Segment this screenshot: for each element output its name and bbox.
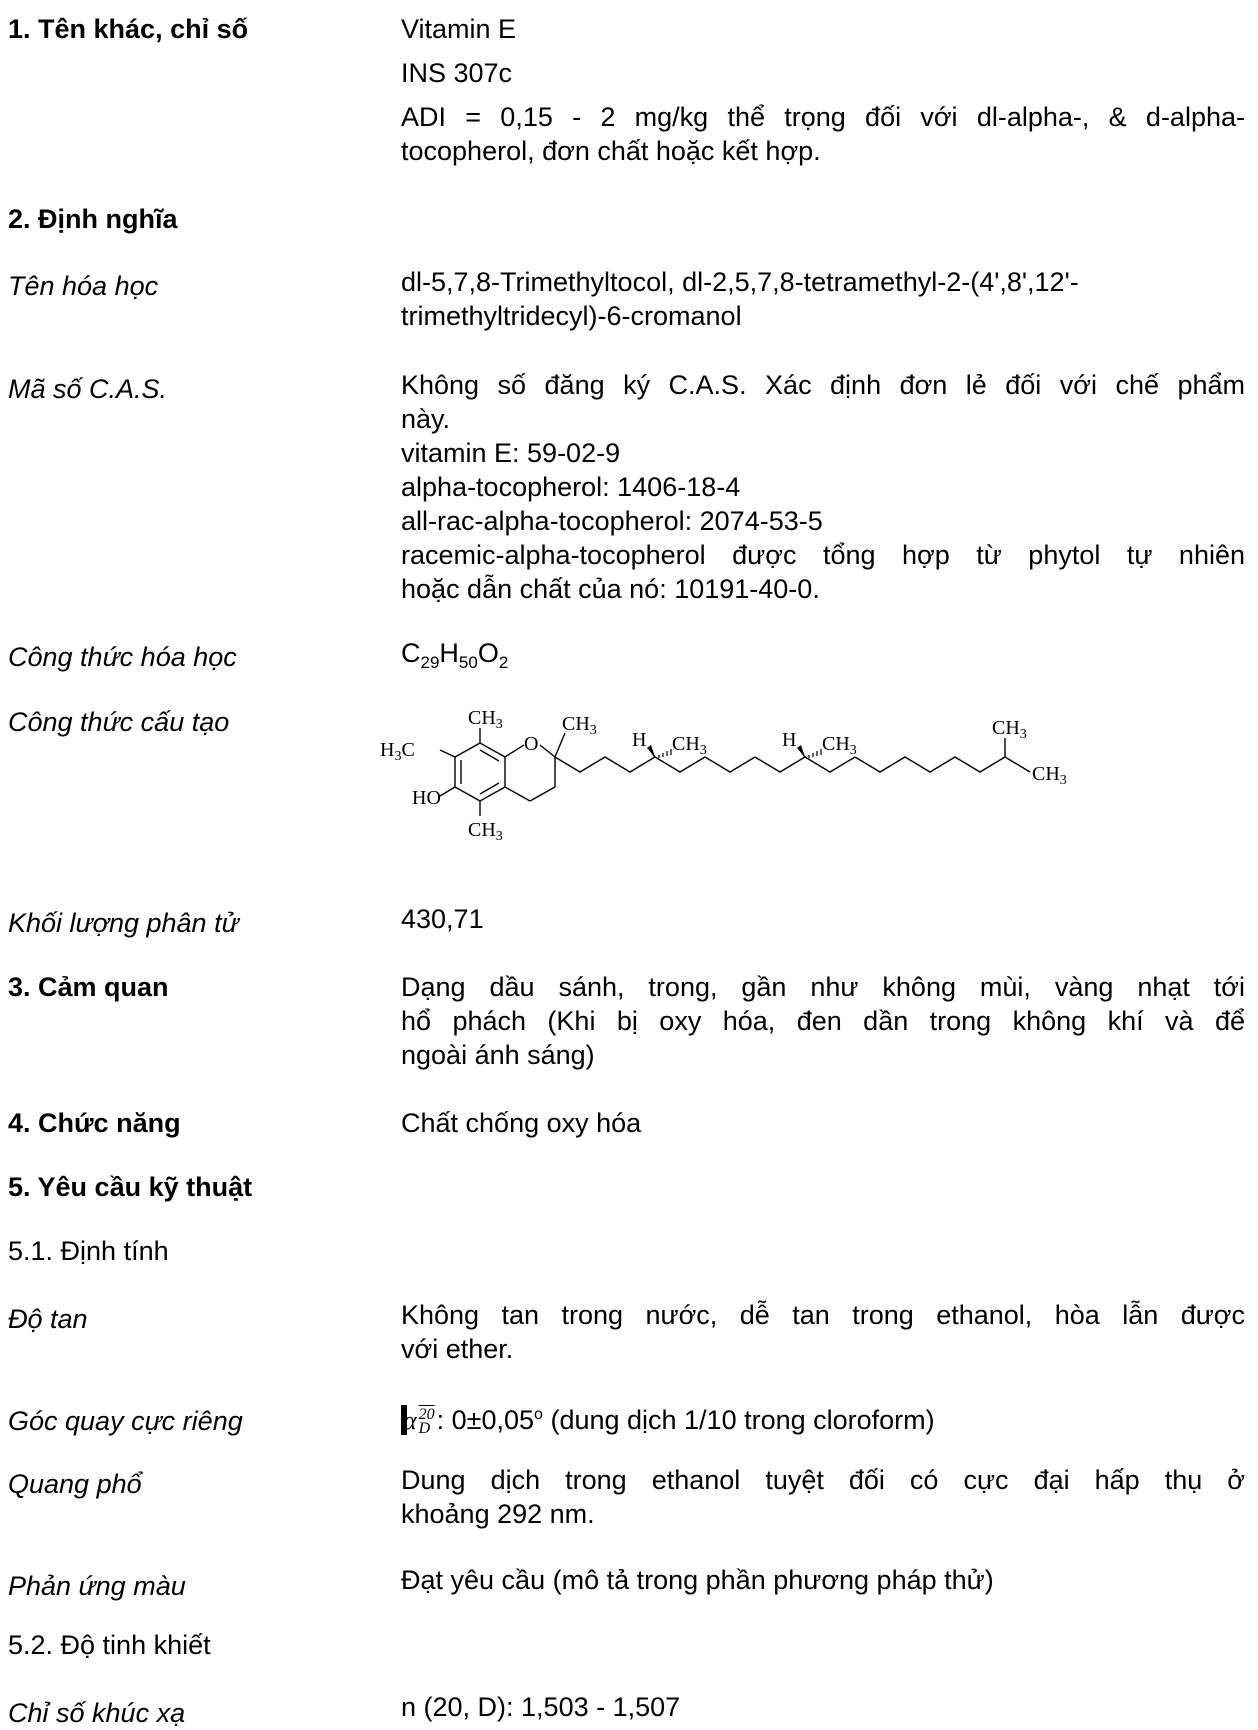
text-line: Dung dịch trong ethanol tuyệt đối có cực…	[401, 1465, 1245, 1495]
text-line: Không số đăng ký C.A.S. Xác định đơn lẻ …	[401, 370, 1245, 400]
formula-element: C	[401, 638, 421, 668]
field-value: Không tan trong nước, dễ tan trong ethan…	[401, 1298, 1245, 1366]
text-line: alpha-tocopherol: 1406-18-4	[401, 472, 741, 502]
temperature: 20	[418, 1405, 435, 1423]
field-value: Dung dịch trong ethanol tuyệt đối có cực…	[401, 1463, 1245, 1531]
section-title: 3. Cảm quan	[8, 972, 169, 1002]
field-label: Mã số C.A.S.	[8, 374, 168, 404]
field-value: dl-5,7,8-Trimethyltocol, dl-2,5,7,8-tetr…	[401, 265, 1245, 333]
field-label: Công thức cấu tạo	[8, 707, 230, 737]
text-line: hổ phách (Khi bị oxy hóa, đen dần trong …	[401, 1006, 1245, 1036]
atom-label: HO	[412, 787, 441, 809]
formula-element: O	[477, 638, 499, 668]
section-title: 2. Định nghĩa	[8, 204, 178, 234]
adi-paragraph: ADI = 0,15 - 2 mg/kg thể trọng đối với d…	[401, 100, 1245, 168]
molecular-formula: C29H50O2	[401, 636, 1245, 672]
text-line: trimethyltridecyl)-6-cromanol	[401, 301, 742, 331]
rotation-note: (dung dịch 1/10 trong cloroform)	[542, 1405, 935, 1435]
text-line: này.	[401, 404, 451, 434]
section-title: 5. Yêu cầu kỹ thuật	[8, 1172, 253, 1202]
field-label: Tên hóa học	[8, 271, 159, 301]
formula-count: 50	[458, 653, 478, 672]
text-line: khoảng 292 nm.	[401, 1499, 595, 1529]
atom-label: H	[632, 729, 646, 751]
field-label: Khối lượng phân tử	[8, 908, 239, 938]
atom-label: CH3	[468, 819, 503, 844]
atom-label: CH3	[1032, 763, 1067, 788]
field-value: Chất chống oxy hóa	[401, 1108, 642, 1138]
text-line: tocopherol, đơn chất hoặc kết hợp.	[401, 136, 821, 166]
wavelength: D	[418, 1419, 431, 1437]
formula-count: 2	[498, 653, 509, 672]
atom-label: CH3	[468, 707, 503, 732]
section-title: 4. Chức năng	[8, 1108, 181, 1138]
atom-label: H3C	[380, 739, 415, 764]
text-line: ADI = 0,15 - 2 mg/kg thể trọng đối với d…	[401, 102, 1245, 132]
field-value: n (20, D): 1,503 - 1,507	[401, 1692, 681, 1722]
text-line: với ether.	[401, 1334, 514, 1364]
section-title: 1. Tên khác, chỉ số	[8, 14, 249, 44]
field-label: Công thức hóa học	[8, 642, 237, 672]
atom-label: H	[782, 729, 796, 751]
field-label: Góc quay cực riêng	[8, 1406, 243, 1436]
text-line: vitamin E: 59-02-9	[401, 438, 621, 468]
text-line: all-rac-alpha-tocopherol: 2074-53-5	[401, 506, 823, 536]
field-label: Độ tan	[8, 1304, 88, 1334]
text-line: hoặc dẫn chất của nó: 10191-40-0.	[401, 574, 820, 604]
atom-label: CH3	[822, 733, 857, 758]
text-line: racemic-alpha-tocopherol được tổng hợp t…	[401, 540, 1245, 570]
subsection-title: 5.2. Độ tinh khiết	[8, 1630, 211, 1660]
formula-element: H	[439, 638, 459, 668]
text-line: Dạng dầu sánh, trong, gần như không mùi,…	[401, 972, 1245, 1002]
structural-formula-diagram: CH3 H3C O CH3 H CH3 H CH3 CH3 CH3 HO CH3	[380, 707, 1067, 844]
field-value: 430,71	[401, 904, 484, 934]
field-value: Dạng dầu sánh, trong, gần như không mùi,…	[401, 970, 1245, 1072]
atom-label: CH3	[992, 717, 1027, 742]
formula-count: 29	[420, 653, 440, 672]
degree-mark: o	[534, 1406, 543, 1423]
field-value: Không số đăng ký C.A.S. Xác định đơn lẻ …	[401, 368, 1245, 606]
text-line: INS 307c	[401, 58, 513, 88]
atom-label: CH3	[672, 733, 707, 758]
other-names-values: Vitamin E INS 307c ADI = 0,15 - 2 mg/kg …	[401, 12, 1245, 168]
subsection-title: 5.1. Định tính	[8, 1236, 169, 1266]
bracket-mark	[401, 1405, 407, 1435]
alpha-symbol: α	[403, 1406, 417, 1435]
field-label: Chỉ số khúc xạ	[8, 1698, 186, 1728]
text-line: Vitamin E	[401, 14, 517, 44]
rotation-value: : 0±0,05	[436, 1405, 535, 1435]
text-line: dl-5,7,8-Trimethyltocol, dl-2,5,7,8-tetr…	[401, 267, 1079, 297]
atom-label: CH3	[562, 713, 597, 738]
field-label: Phản ứng màu	[8, 1571, 186, 1601]
text-line: Không tan trong nước, dễ tan trong ethan…	[401, 1300, 1245, 1330]
field-label: Quang phổ	[8, 1469, 142, 1499]
atom-label: O	[524, 733, 538, 755]
field-value: Đạt yêu cầu (mô tả trong phần phương phá…	[401, 1565, 994, 1595]
text-line: ngoài ánh sáng)	[401, 1040, 595, 1070]
